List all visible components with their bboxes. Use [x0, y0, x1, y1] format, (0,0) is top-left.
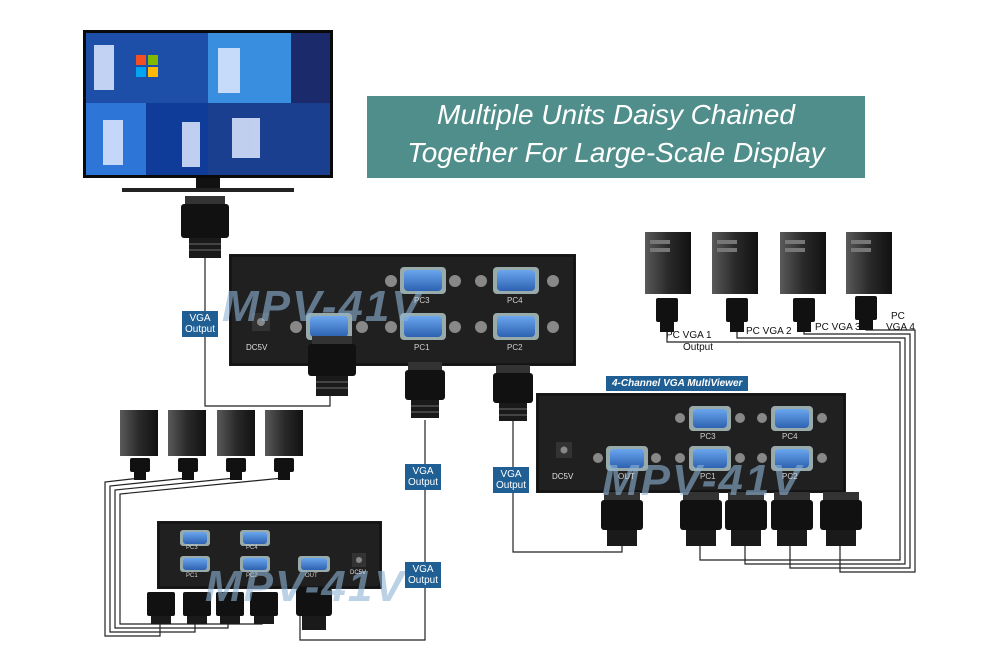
pc-vga2-label: PC VGA 2 — [746, 326, 792, 337]
pc-towers-right — [645, 232, 892, 332]
title-banner: Multiple Units Daisy Chained Together Fo… — [367, 96, 865, 178]
title-line-1: Multiple Units Daisy Chained — [437, 99, 795, 130]
pc-vga3-label: PC VGA 3 — [815, 322, 861, 333]
top-port-out — [290, 313, 368, 340]
pc-tower-icon — [780, 232, 826, 294]
vga-output-badge-bottom: VGA Output — [405, 562, 442, 588]
right-label-pc1: PC1 — [700, 472, 716, 481]
right-label-pc3: PC3 — [700, 432, 716, 441]
pc-label: PC — [891, 311, 905, 322]
bottom-label-power: DC5V — [350, 570, 367, 576]
title-line-2: Together For Large-Scale Display — [407, 137, 825, 168]
vga-plug-monitor — [181, 196, 229, 258]
right-port-pc3 — [675, 406, 745, 431]
vga4-label: VGA 4 — [886, 322, 915, 333]
top-port-pc2 — [475, 313, 559, 340]
right-label-pc2: PC2 — [782, 472, 798, 481]
right-label-out: OUT — [618, 472, 635, 481]
pc-tower-icon — [846, 232, 892, 294]
right-multiviewer-unit — [536, 393, 846, 493]
top-port-pc3 — [385, 267, 461, 294]
watermark-right: MPV-41V — [602, 456, 803, 505]
windows-logo-icon — [136, 55, 158, 77]
right-port-pc4 — [757, 406, 827, 431]
watermark-top: MPV-41V — [222, 282, 423, 331]
top-port-pc4 — [475, 267, 559, 294]
output-label: Output — [683, 342, 714, 353]
top-multiviewer-unit — [229, 254, 576, 366]
vga-plug-top-out — [308, 336, 356, 396]
monitor — [83, 30, 333, 192]
bottom-label-pc1: PC1 — [186, 573, 198, 579]
right-port-out — [593, 446, 661, 471]
pc-tower-icon — [712, 232, 758, 294]
top-label-power: DC5V — [246, 343, 268, 352]
bottom-label-pc3: PC3 — [186, 545, 198, 551]
multiviewer-label: 4-Channel VGA MultiViewer — [606, 376, 749, 391]
vga-plug-top-pc1 — [405, 362, 445, 418]
right-power-jack — [556, 442, 572, 458]
vga-plugs-right-unit — [601, 492, 862, 546]
right-label-pc4: PC4 — [782, 432, 798, 441]
top-label-pc2: PC2 — [507, 343, 523, 352]
vga-output-badge-mid: VGA Output — [405, 464, 442, 490]
right-port-pc2 — [757, 446, 827, 471]
vga-plugs-bottom-unit — [147, 588, 332, 630]
top-label-pc4: PC4 — [507, 296, 523, 305]
bottom-label-out: OUT — [305, 573, 318, 579]
vga-plug-top-pc2 — [493, 365, 533, 421]
bottom-label-pc2: PC2 — [246, 573, 258, 579]
bottom-multiviewer-unit — [157, 521, 382, 589]
right-label-power: DC5V — [552, 472, 574, 481]
bottom-label-pc4: PC4 — [246, 545, 258, 551]
watermark-bottom: MPV-41V — [205, 562, 406, 611]
vga-output-badge-top: VGA Output — [182, 311, 219, 337]
vga-output-badge-right: VGA Output — [493, 467, 530, 493]
right-port-pc1 — [675, 446, 745, 471]
pc-vga1-label: PC VGA 1 — [666, 330, 712, 341]
top-label-pc3: PC3 — [414, 296, 430, 305]
pc-towers-left — [120, 410, 303, 480]
top-port-pc1 — [385, 313, 461, 340]
top-label-pc1: PC1 — [414, 343, 430, 352]
top-power-jack — [252, 313, 270, 331]
cable-top-pc1-to-bottom — [299, 420, 426, 641]
pc-tower-icon — [645, 232, 691, 294]
